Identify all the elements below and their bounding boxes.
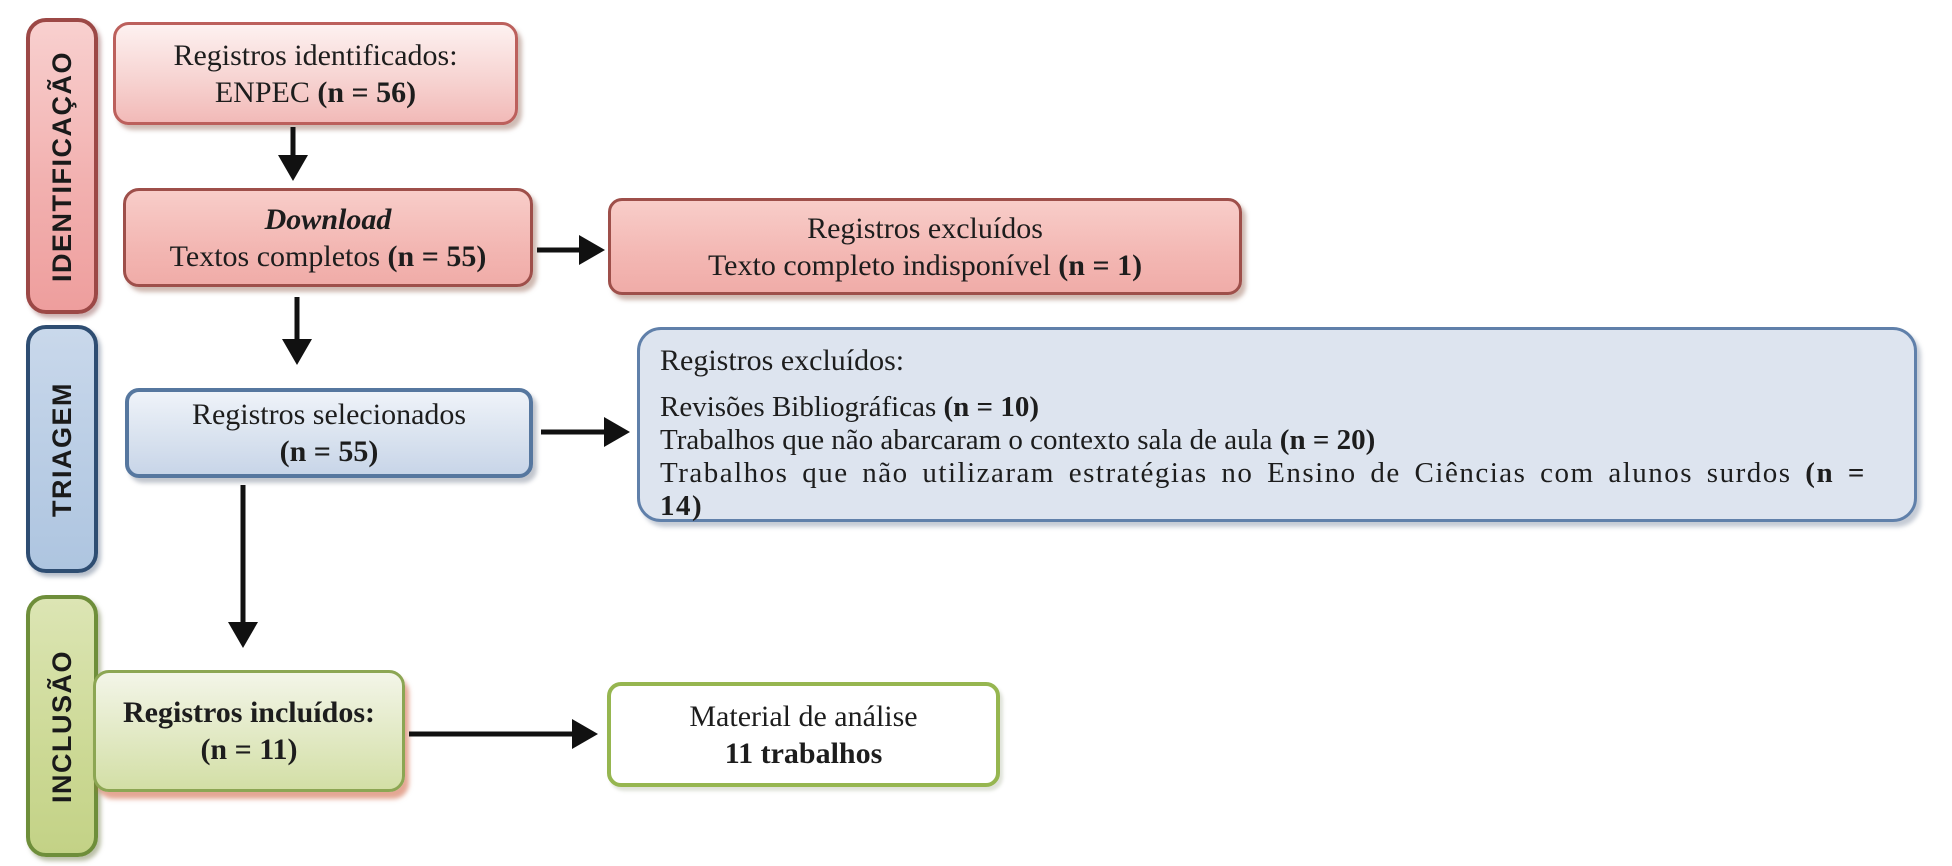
box-line: Registros incluídos:: [123, 696, 375, 729]
box-line: (n = 11): [200, 733, 298, 766]
box-line: Textos completos (n = 55): [169, 239, 487, 273]
flow-box-registros-identificados: Registros identificados: ENPEC (n = 56): [113, 22, 518, 125]
arrow-shaft: [290, 127, 296, 157]
box-line: 11 trabalhos: [724, 736, 883, 770]
phase-band-inclusao: INCLUSÃO: [26, 595, 98, 857]
box-title: Registros excluídos:: [660, 344, 905, 377]
flow-box-registros-selecionados: Registros selecionados (n = 55): [125, 388, 533, 478]
box-line: Download: [264, 202, 392, 236]
arrow-head-icon: [572, 719, 598, 749]
phase-band-triagem: TRIAGEM: [26, 325, 98, 573]
box-line: (n = 55): [279, 435, 379, 468]
box-line: Registros selecionados: [191, 398, 467, 431]
phase-label-identificacao: IDENTIFICAÇÃO: [46, 50, 77, 282]
box-line: ENPEC (n = 56): [214, 75, 417, 109]
flow-box-download-textos-completos: Download Textos completos (n = 55): [123, 188, 533, 287]
right-arrow-download-to-excluded: [537, 235, 605, 265]
exclusion-reason: Revisões Bibliográficas (n = 10): [660, 391, 1039, 423]
arrow-head-icon: [228, 622, 258, 648]
arrow-head-icon: [278, 155, 308, 181]
exclusion-reason: Trabalhos que não abarcaram o contexto s…: [660, 424, 1376, 456]
right-arrow-selected-to-excluded: [541, 417, 630, 447]
arrow-shaft: [409, 731, 574, 737]
box-line: Material de análise: [689, 699, 918, 733]
arrow-head-icon: [604, 417, 630, 447]
arrow-shaft: [537, 247, 581, 253]
arrow-shaft: [240, 485, 246, 624]
box-line: Registros excluídos: [807, 211, 1043, 245]
flow-box-registros-excluidos-triagem: Registros excluídos: Revisões Bibliográf…: [637, 327, 1917, 522]
arrow-shaft: [541, 429, 606, 435]
arrow-head-icon: [282, 339, 312, 365]
arrow-head-icon: [579, 235, 605, 265]
box-line: Texto completo indisponível (n = 1): [707, 248, 1143, 282]
down-arrow-selected-to-included: [228, 485, 258, 648]
phase-label-inclusao: INCLUSÃO: [46, 649, 77, 803]
phase-band-identificacao: IDENTIFICAÇÃO: [26, 18, 98, 314]
box-line: Registros identificados:: [173, 38, 458, 72]
exclusion-reason: Trabalhos que não utilizaram estratégias…: [660, 457, 1866, 522]
flow-box-registros-excluidos-indisponivel: Registros excluídos Texto completo indis…: [608, 198, 1242, 295]
right-arrow-included-to-material: [409, 719, 598, 749]
flow-box-registros-incluidos: Registros incluídos: (n = 11): [93, 670, 405, 792]
down-arrow-identified-to-download: [278, 127, 308, 181]
flow-box-material-de-analise: Material de análise 11 trabalhos: [607, 682, 1000, 787]
phase-label-triagem: TRIAGEM: [46, 381, 77, 517]
down-arrow-download-to-selected: [282, 297, 312, 365]
arrow-shaft: [294, 297, 300, 341]
